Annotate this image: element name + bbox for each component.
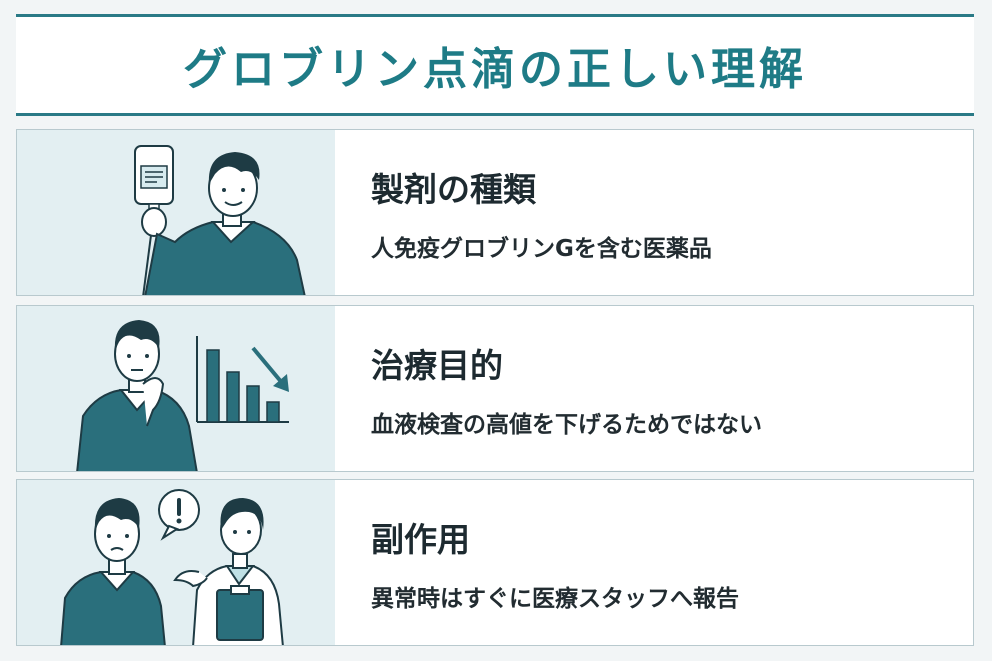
man-with-iv-bag-icon xyxy=(134,145,306,295)
card-treatment-purpose: 治療目的 血液検査の高値を下げるためではない xyxy=(16,305,974,472)
card-heading: 副作用 xyxy=(371,519,470,559)
page-title: グロブリン点滴の正しい理解 xyxy=(183,44,807,95)
card-product-type: 製剤の種類 人免疫グロブリンGを含む医薬品 xyxy=(16,129,974,296)
title-bar: グロブリン点滴の正しい理解 xyxy=(16,14,974,116)
card-description: 異常時はすぐに医療スタッフへ報告 xyxy=(371,585,739,612)
illustration-patient-nurse xyxy=(17,480,335,645)
thinking-man-chart-icon xyxy=(76,320,289,471)
patient-nurse-icon xyxy=(60,489,284,645)
card-text: 製剤の種類 人免疫グロブリンGを含む医薬品 xyxy=(335,130,973,295)
illustration-iv-man xyxy=(17,130,335,295)
card-heading: 治療目的 xyxy=(371,345,503,385)
card-side-effects: 副作用 異常時はすぐに医療スタッフへ報告 xyxy=(16,479,974,646)
card-text: 治療目的 血液検査の高値を下げるためではない xyxy=(335,306,973,471)
illustration-thinking-man xyxy=(17,306,335,471)
card-description: 人免疫グロブリンGを含む医薬品 xyxy=(371,235,712,262)
card-text: 副作用 異常時はすぐに医療スタッフへ報告 xyxy=(335,480,973,645)
card-description: 血液検査の高値を下げるためではない xyxy=(371,411,762,438)
card-heading: 製剤の種類 xyxy=(371,169,536,209)
